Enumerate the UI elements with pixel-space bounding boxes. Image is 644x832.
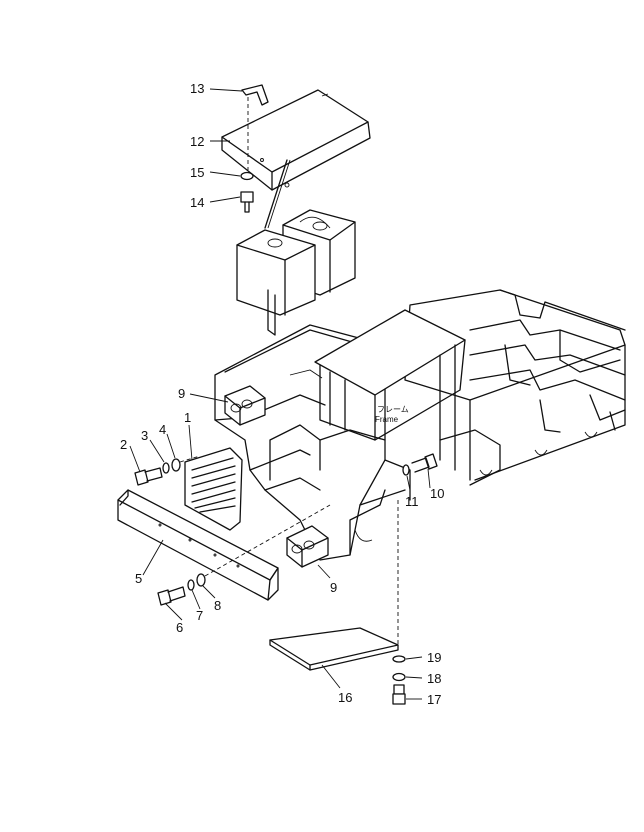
label-1: 1 <box>184 410 191 425</box>
upper-panel <box>314 309 466 471</box>
washer-11 <box>402 464 410 476</box>
label-14: 14 <box>190 195 204 210</box>
lamp-lower <box>286 525 329 568</box>
label-11: 11 <box>405 494 419 509</box>
chassis-frame <box>404 289 626 486</box>
assembly-line-bumper <box>204 504 331 577</box>
frame-note-en: Frame <box>375 415 399 424</box>
label-6: 6 <box>176 620 183 635</box>
washer-8 <box>196 573 206 587</box>
frame-note-jp: フレーム <box>377 405 409 414</box>
label-13: 13 <box>190 81 204 96</box>
washer-4 <box>171 458 181 472</box>
label-18: 18 <box>427 671 441 686</box>
washer-3 <box>162 462 170 474</box>
label-16: 16 <box>338 690 352 705</box>
under-cover <box>269 627 399 671</box>
label-4: 4 <box>159 422 166 437</box>
label-3: 3 <box>141 428 148 443</box>
label-5: 5 <box>135 571 142 586</box>
label-19: 19 <box>427 650 441 665</box>
battery-cover <box>221 89 371 191</box>
radiator-grille <box>184 447 243 531</box>
bolt-17 <box>392 684 406 705</box>
assembly-line-grille <box>179 455 201 463</box>
washer-7 <box>187 579 195 591</box>
leader-lines <box>129 88 431 700</box>
label-9-lower: 9 <box>330 580 337 595</box>
label-9-upper: 9 <box>178 386 185 401</box>
bolt-2 <box>134 467 163 486</box>
washer-19 <box>392 655 406 663</box>
bolt-10 <box>411 453 438 473</box>
label-8: 8 <box>214 598 221 613</box>
bolt-6 <box>157 586 186 606</box>
label-2: 2 <box>120 437 127 452</box>
handle <box>241 84 269 106</box>
battery-rod <box>264 159 288 229</box>
battery-boxes <box>236 209 356 336</box>
washer-18 <box>392 672 406 682</box>
label-12: 12 <box>190 134 204 149</box>
lamp-upper <box>224 385 266 426</box>
label-15: 15 <box>190 165 204 180</box>
label-17: 17 <box>427 692 441 707</box>
bolt-14 <box>240 191 254 213</box>
washer-15 <box>240 171 254 181</box>
label-10: 10 <box>430 486 444 501</box>
label-7: 7 <box>196 608 203 623</box>
